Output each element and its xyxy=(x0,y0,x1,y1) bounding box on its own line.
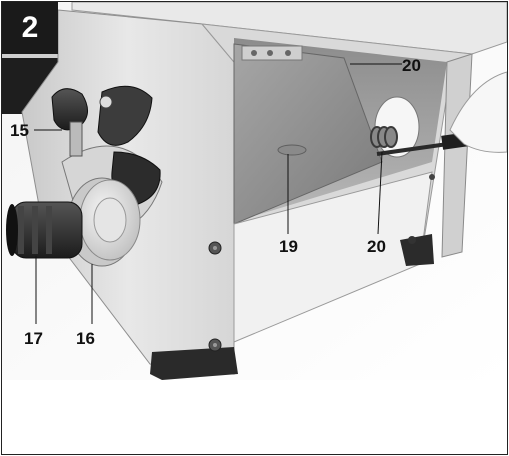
callout-17: 17 xyxy=(24,329,43,348)
callout-19: 19 xyxy=(279,237,298,256)
hand-with-screwdriver xyxy=(376,71,507,156)
handwheel-16 xyxy=(67,177,141,267)
bottom-foot xyxy=(150,347,238,380)
callout-20-top: 20 xyxy=(402,56,421,75)
spring xyxy=(370,126,398,148)
right-foot xyxy=(400,234,434,266)
locking-knob-17 xyxy=(6,201,83,259)
callout-16: 16 xyxy=(76,329,95,348)
product-photo xyxy=(2,2,507,380)
figure-number-badge: 2 xyxy=(2,2,58,54)
callout-15: 15 xyxy=(10,121,29,140)
wing-knob-15 xyxy=(51,88,88,157)
callout-20-bottom: 20 xyxy=(367,237,386,256)
blank-area xyxy=(2,380,507,454)
